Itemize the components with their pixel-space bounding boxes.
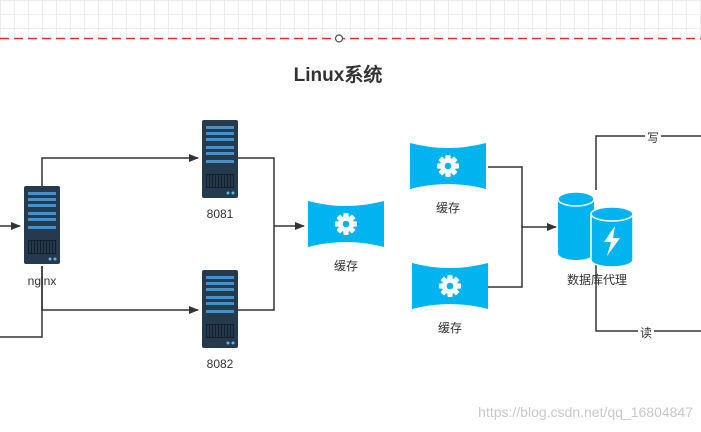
- nginx-server-icon[interactable]: [23, 185, 61, 265]
- read-edge-label: 读: [637, 324, 655, 341]
- cache-top-label: 缓存: [435, 201, 461, 215]
- cache-bottom-icon[interactable]: [412, 263, 488, 309]
- server-8082-label: 8082: [206, 357, 234, 371]
- edge-nginx-to-8081: [41, 154, 199, 186]
- write-edge-label: 写: [644, 129, 662, 146]
- server-8082-icon[interactable]: [201, 269, 239, 349]
- diagram-title: Linux系统: [293, 65, 383, 86]
- nginx-label: nginx: [27, 274, 57, 288]
- edge-caches-merge: [488, 166, 523, 288]
- edge-db-read: [595, 262, 701, 332]
- watermark-text: https://blog.csdn.net/qq_16804847: [478, 404, 693, 420]
- edge-nginx-to-8082: [41, 266, 199, 314]
- grid-background: [0, 0, 701, 40]
- db-proxy-label: 数据库代理: [566, 273, 628, 287]
- server-8081-label: 8081: [206, 207, 234, 221]
- cache-main-label: 缓存: [333, 259, 359, 273]
- cache-bottom-label: 缓存: [437, 321, 463, 335]
- cache-top-icon[interactable]: [410, 143, 486, 189]
- edge-db-write: [595, 135, 701, 190]
- edge-servers-merge: [238, 157, 275, 311]
- database-lightning-icon[interactable]: [557, 191, 634, 268]
- cache-main-icon[interactable]: [308, 201, 384, 247]
- divider-handle[interactable]: [334, 34, 344, 43]
- server-8081-icon[interactable]: [201, 119, 239, 199]
